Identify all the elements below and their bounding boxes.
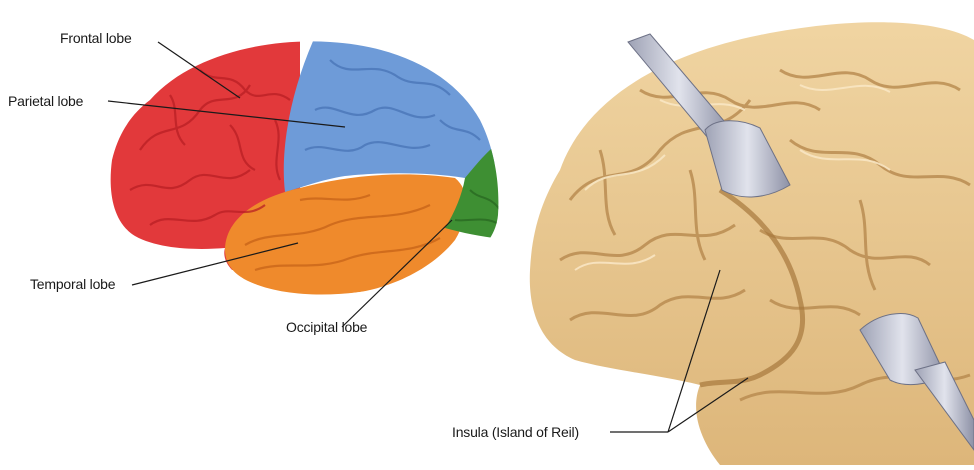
- temporal-lobe-label: Temporal lobe: [30, 276, 115, 292]
- insula-label: Insula (Island of Reil): [452, 424, 579, 440]
- lobes-brain-illustration: [100, 30, 520, 295]
- insula-brain-illustration: [520, 0, 974, 465]
- parietal-lobe-label: Parietal lobe: [8, 93, 83, 109]
- frontal-lobe-label: Frontal lobe: [60, 30, 132, 46]
- occipital-lobe-label: Occipital lobe: [286, 319, 367, 335]
